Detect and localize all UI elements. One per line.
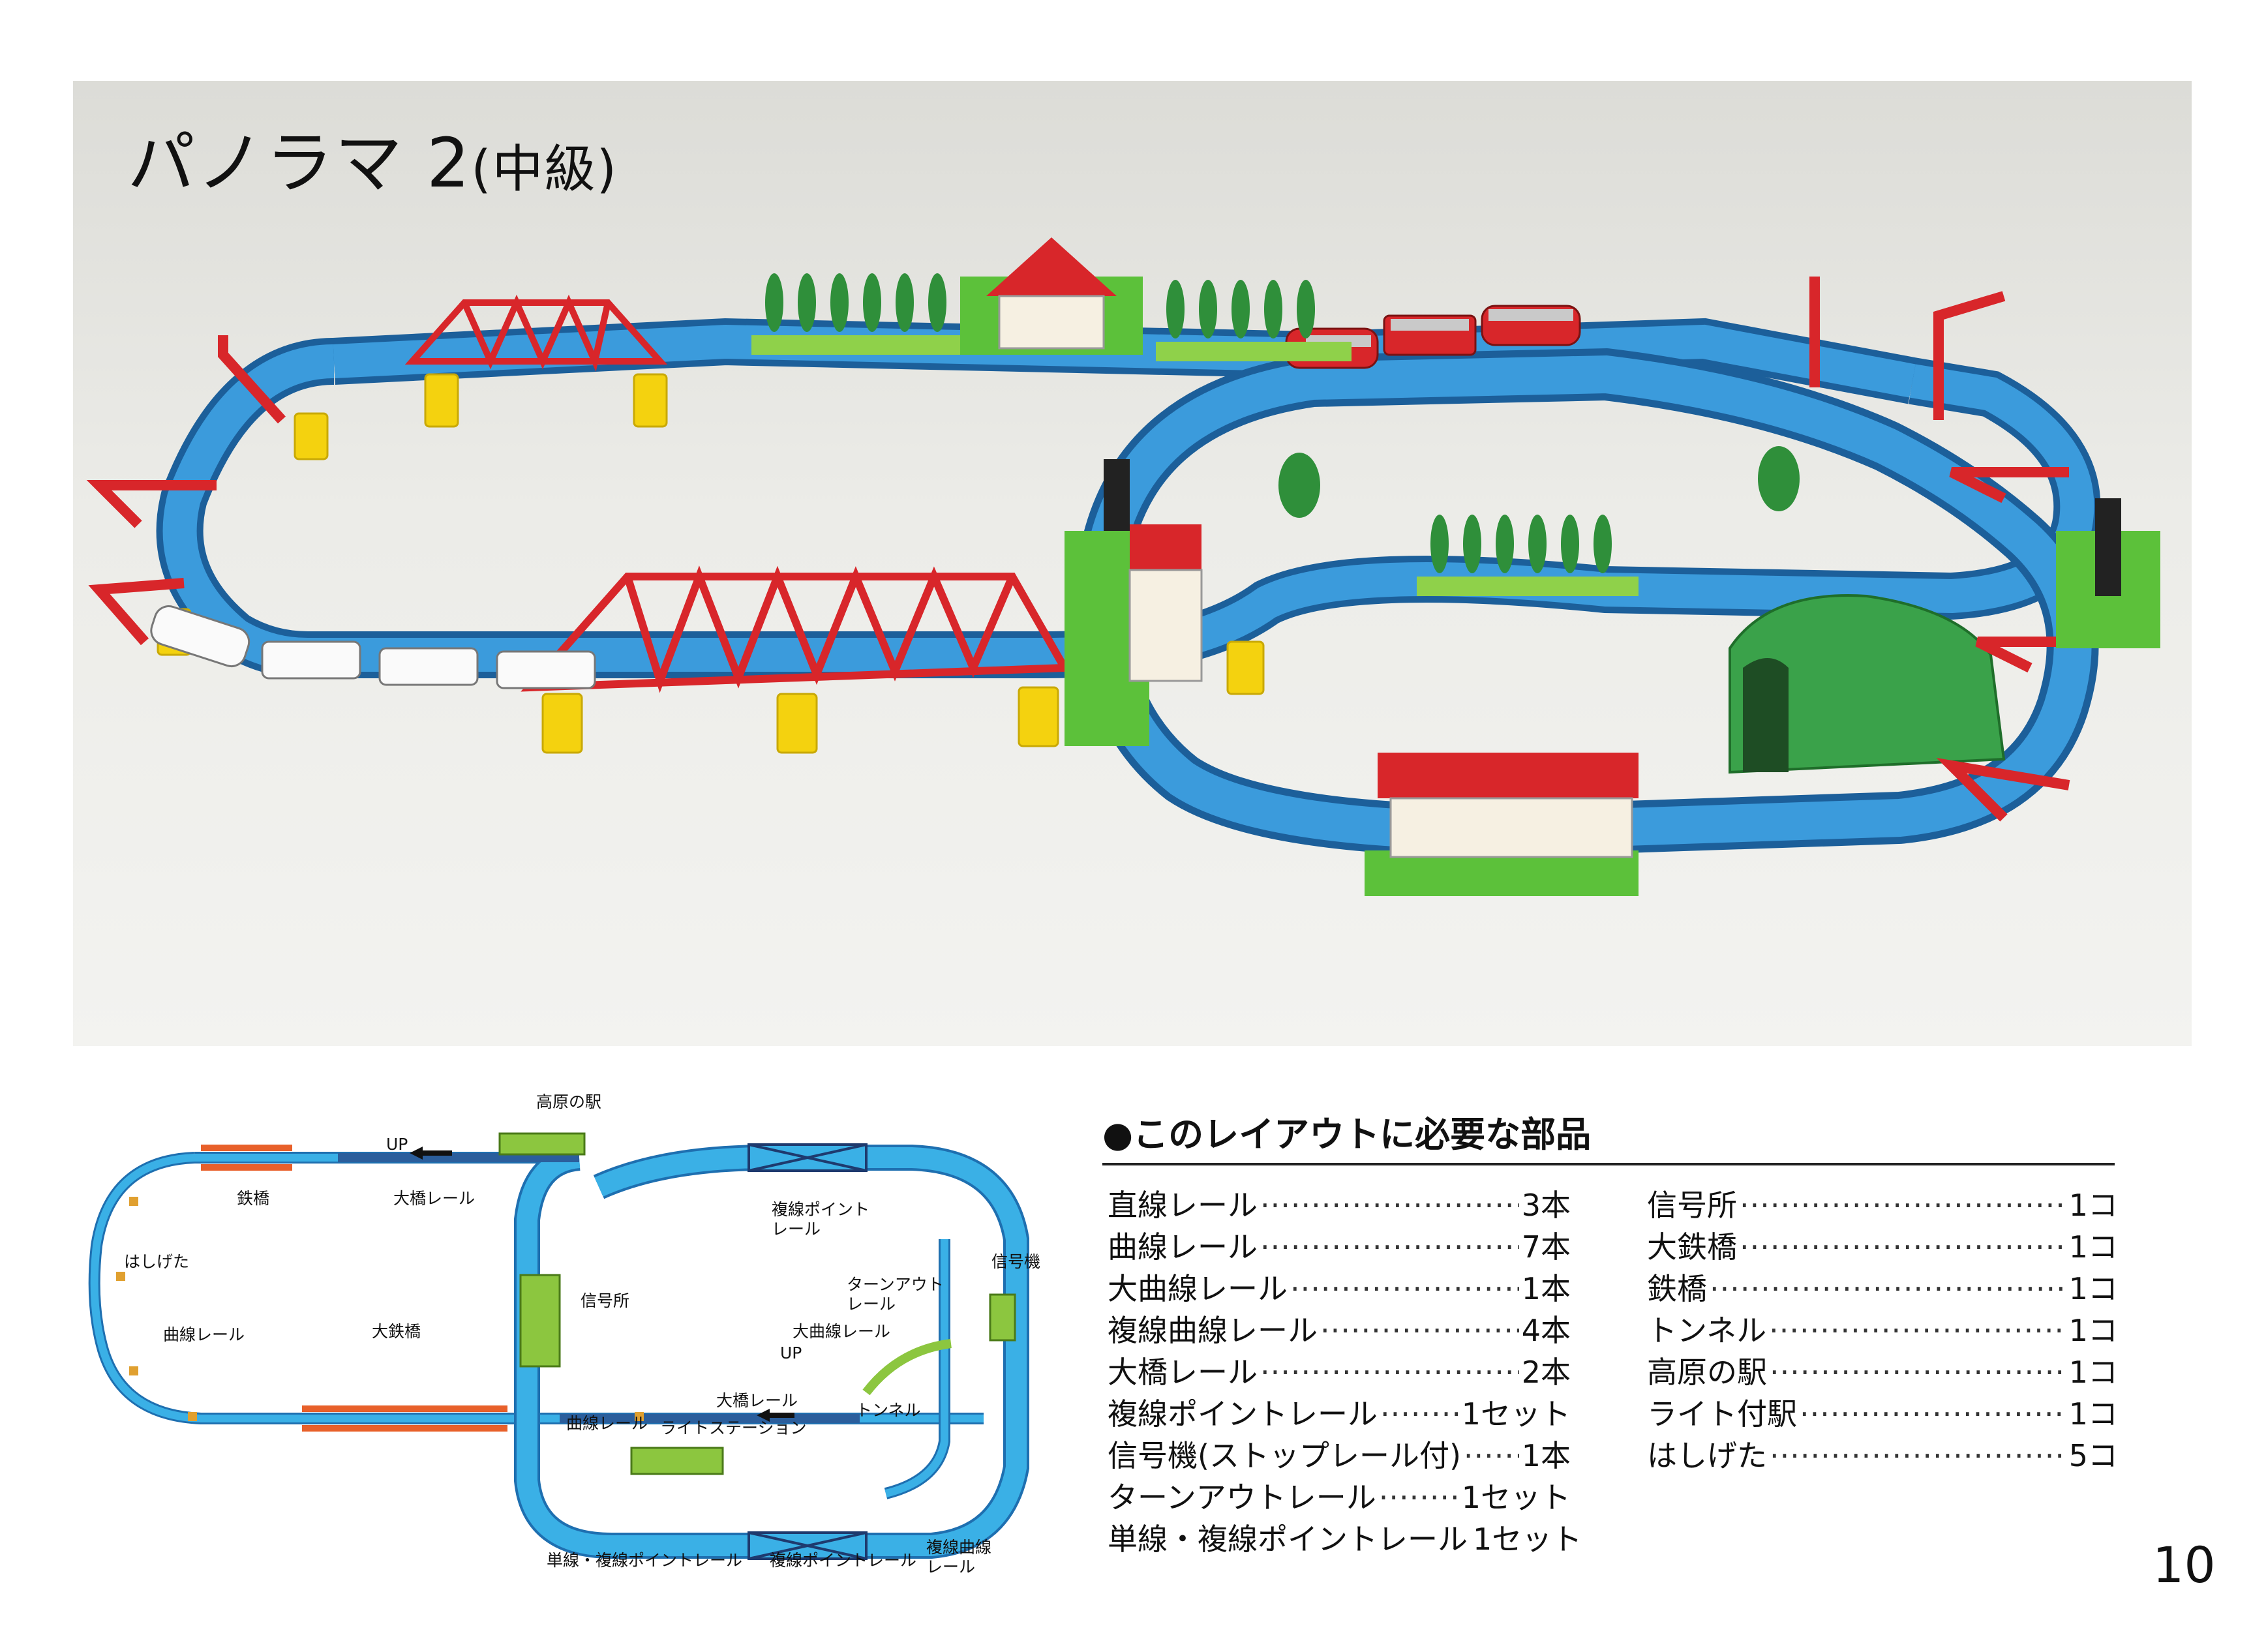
light-station-building xyxy=(1365,753,1639,896)
label-tunnel: トンネル xyxy=(856,1401,921,1420)
label-fukusen-kyokusen: 複線曲線 レール xyxy=(926,1538,992,1576)
parts-item: 信号所1コ xyxy=(1647,1182,2118,1224)
parts-item: 高原の駅1コ xyxy=(1647,1349,2118,1390)
label-up-top: UP xyxy=(386,1135,408,1154)
parts-item: ターンアウトレール1セット xyxy=(1108,1474,1571,1516)
diagram-up-arrows xyxy=(410,1147,794,1422)
label-fukusen-point: 複線ポイント レール xyxy=(772,1200,870,1239)
tunnel xyxy=(1729,594,2006,774)
parts-item: トンネル1コ xyxy=(1647,1307,2118,1349)
signal-house xyxy=(1065,459,1203,746)
iron-bridge-large xyxy=(521,565,1072,693)
diagram-piers xyxy=(116,1197,644,1421)
diagram-track-outer xyxy=(88,1152,579,1424)
title-main: パノラマ 2 xyxy=(127,123,472,203)
label-daitekkyo: 大鉄橋 xyxy=(372,1322,421,1341)
parts-heading: ●このレイアウトに必要な部品 xyxy=(1102,1114,1592,1155)
kogen-station-building xyxy=(960,237,1143,355)
parts-item: 大橋レール2本 xyxy=(1108,1349,1571,1390)
hashigeta-gantries xyxy=(86,277,2095,822)
label-fukusen-point-bottom: 複線ポイントレール xyxy=(770,1551,917,1570)
parts-item: はしげた5コ xyxy=(1647,1432,2118,1474)
label-kyokusen-left: 曲線レール xyxy=(163,1325,245,1344)
parts-item: 直線レール3本 xyxy=(1108,1182,1571,1224)
white-train xyxy=(150,605,596,689)
title-level: (中級) xyxy=(471,140,618,199)
label-turnout: ターンアウト レール xyxy=(847,1275,944,1314)
trees xyxy=(751,273,1800,596)
label-ohashi-bottom: 大橋レール xyxy=(716,1391,798,1410)
label-shingoki: 信号機 xyxy=(991,1252,1041,1271)
parts-list-left: 直線レール3本 曲線レール7本 大曲線レール1本 複線曲線レール4本 大橋レール… xyxy=(1108,1182,1582,1557)
parts-item: 曲線レール7本 xyxy=(1108,1224,1571,1265)
label-ookyokusen: 大曲線レール xyxy=(793,1322,891,1341)
parts-list-right: 信号所1コ 大鉄橋1コ 鉄橋1コ トンネル1コ 高原の駅1コ ライト付駅1コ は… xyxy=(1647,1182,2118,1474)
label-shingosho: 信号所 xyxy=(581,1291,630,1310)
signal-post xyxy=(2056,498,2160,648)
label-tekkyo: 鉄橋 xyxy=(237,1189,270,1208)
piers xyxy=(157,373,1265,754)
label-single-double-point: 単線・複線ポイントレール xyxy=(547,1551,743,1570)
label-kogen-station: 高原の駅 xyxy=(536,1092,602,1111)
layout-photo xyxy=(73,81,2192,1046)
label-light-station: ライトステーション xyxy=(660,1419,807,1437)
diagram-point-rails xyxy=(748,1143,868,1560)
parts-divider xyxy=(1102,1163,2115,1165)
parts-item: 大曲線レール1本 xyxy=(1108,1265,1571,1307)
page-number: 10 xyxy=(2153,1536,2216,1594)
label-kyokusen-inner: 曲線レール xyxy=(566,1414,648,1433)
parts-item: 鉄橋1コ xyxy=(1647,1265,2118,1307)
parts-item: 大鉄橋1コ xyxy=(1647,1224,2118,1265)
track-diagram xyxy=(88,1132,1029,1560)
parts-item: 信号機(ストップレール付)1本 xyxy=(1108,1432,1571,1474)
parts-item: ライト付駅1コ xyxy=(1647,1390,2118,1432)
diagram-tunnel xyxy=(862,1339,952,1396)
diagram-daitekkyo xyxy=(302,1405,507,1432)
label-hashigeta: はしげた xyxy=(124,1252,190,1271)
parts-item: 複線曲線レール4本 xyxy=(1108,1307,1571,1349)
diagram-tekkyo xyxy=(201,1145,292,1171)
iron-bridge-small xyxy=(404,294,668,372)
label-ohashi-top: 大橋レール xyxy=(393,1189,476,1208)
label-up-bottom: UP xyxy=(780,1344,802,1362)
diagram-structures xyxy=(498,1132,1016,1475)
photo-title: パノラマ 2(中級) xyxy=(127,108,618,206)
